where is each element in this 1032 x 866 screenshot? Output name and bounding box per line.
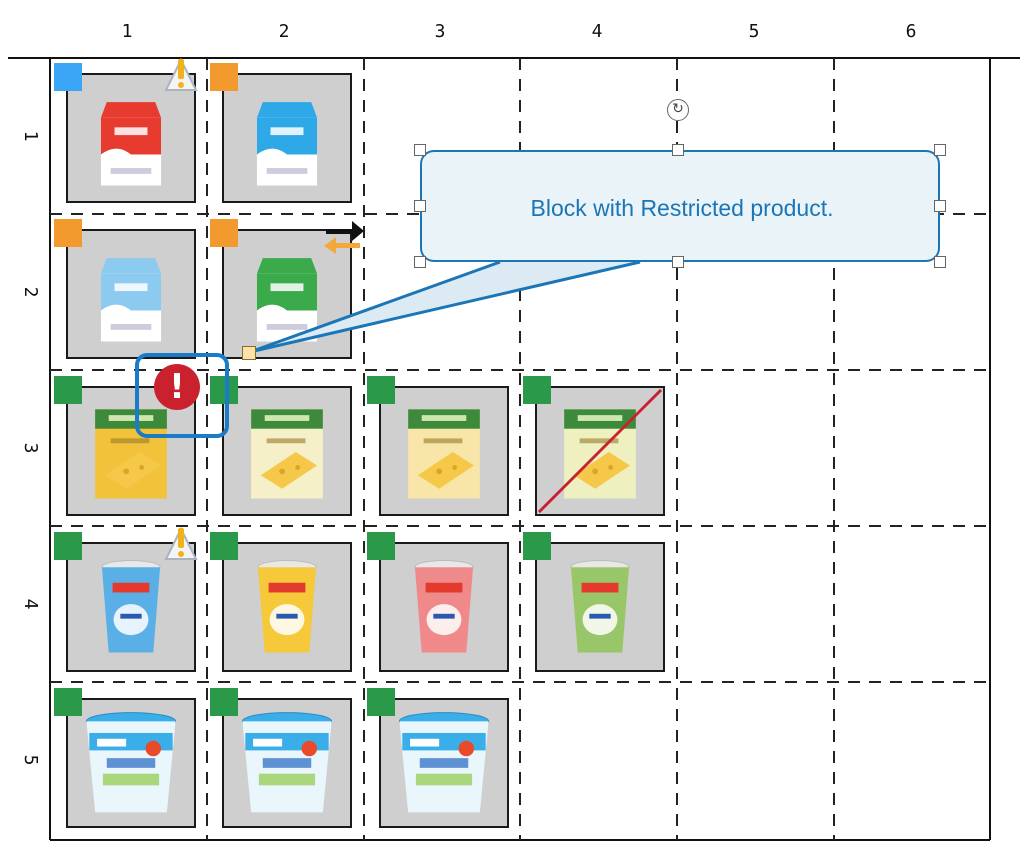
callout-box[interactable]: Block with Restricted product. <box>420 150 940 262</box>
category-tag-blue <box>54 63 82 91</box>
product-block-r5c3[interactable] <box>379 698 509 828</box>
resize-handle-n[interactable] <box>672 144 684 156</box>
resize-handle-sw[interactable] <box>414 256 426 268</box>
milk-carton-image <box>256 258 318 342</box>
product-block-r5c1[interactable] <box>66 698 196 828</box>
product-block-r3c2[interactable] <box>222 386 352 516</box>
warning-icon <box>164 526 198 560</box>
product-block-r3c4[interactable] <box>535 386 665 516</box>
cheese-pack-image <box>251 409 323 499</box>
category-tag-green <box>54 532 82 560</box>
resize-handle-nw[interactable] <box>414 144 426 156</box>
milk-carton-image <box>100 258 162 342</box>
yogurt-cup-image <box>414 559 474 653</box>
resize-handle-ne[interactable] <box>934 144 946 156</box>
cheese-pack-image <box>95 409 167 499</box>
yogurt-cup-image <box>570 559 630 653</box>
product-block-r4c4[interactable] <box>535 542 665 672</box>
category-tag-green <box>54 376 82 404</box>
category-tag-green <box>523 532 551 560</box>
cheese-pack-image <box>408 409 480 499</box>
category-tag-green <box>210 688 238 716</box>
column-header-6: 6 <box>905 21 917 42</box>
resize-handle-e[interactable] <box>934 200 946 212</box>
column-header-3: 3 <box>434 21 446 42</box>
exclamation-icon[interactable]: ! <box>154 364 200 410</box>
category-tag-green <box>367 376 395 404</box>
category-tag-green <box>210 376 238 404</box>
yogurt-tub-image <box>241 712 333 813</box>
error-highlight-box[interactable] <box>135 353 229 438</box>
category-tag-orange <box>210 219 238 247</box>
cheese-pack-image <box>537 388 663 514</box>
product-block-r3c3[interactable] <box>379 386 509 516</box>
product-block-r5c2[interactable] <box>222 698 352 828</box>
yogurt-cup-image <box>257 559 317 653</box>
category-tag-green <box>210 532 238 560</box>
callout-text: Block with Restricted product. <box>530 195 834 221</box>
milk-carton-image <box>100 102 162 186</box>
column-header-5: 5 <box>748 21 760 42</box>
product-block-r4c2[interactable] <box>222 542 352 672</box>
reverse-arrows-icon <box>324 221 364 254</box>
warning-icon <box>164 57 198 91</box>
product-block-r2c2[interactable] <box>222 229 352 359</box>
column-header-1: 1 <box>121 21 133 42</box>
column-header-2: 2 <box>278 21 290 42</box>
category-tag-green <box>54 688 82 716</box>
column-header-4: 4 <box>591 21 603 42</box>
milk-carton-image <box>256 102 318 186</box>
resize-handle-s[interactable] <box>672 256 684 268</box>
category-tag-orange <box>54 219 82 247</box>
category-tag-green <box>367 688 395 716</box>
resize-handle-w[interactable] <box>414 200 426 212</box>
yogurt-tub-image <box>398 712 490 813</box>
yogurt-cup-image <box>101 559 161 653</box>
category-tag-orange <box>210 63 238 91</box>
product-block-r3c1[interactable] <box>66 386 196 516</box>
yogurt-tub-image <box>85 712 177 813</box>
product-block-r1c2[interactable] <box>222 73 352 203</box>
product-block-r4c1[interactable] <box>66 542 196 672</box>
rotate-icon[interactable]: ↻ <box>667 99 689 121</box>
category-tag-green <box>367 532 395 560</box>
product-block-r1c1[interactable] <box>66 73 196 203</box>
product-block-r2c1[interactable] <box>66 229 196 359</box>
resize-handle-se[interactable] <box>934 256 946 268</box>
product-block-r4c3[interactable] <box>379 542 509 672</box>
callout-anchor-handle[interactable] <box>242 346 256 360</box>
category-tag-green <box>523 376 551 404</box>
